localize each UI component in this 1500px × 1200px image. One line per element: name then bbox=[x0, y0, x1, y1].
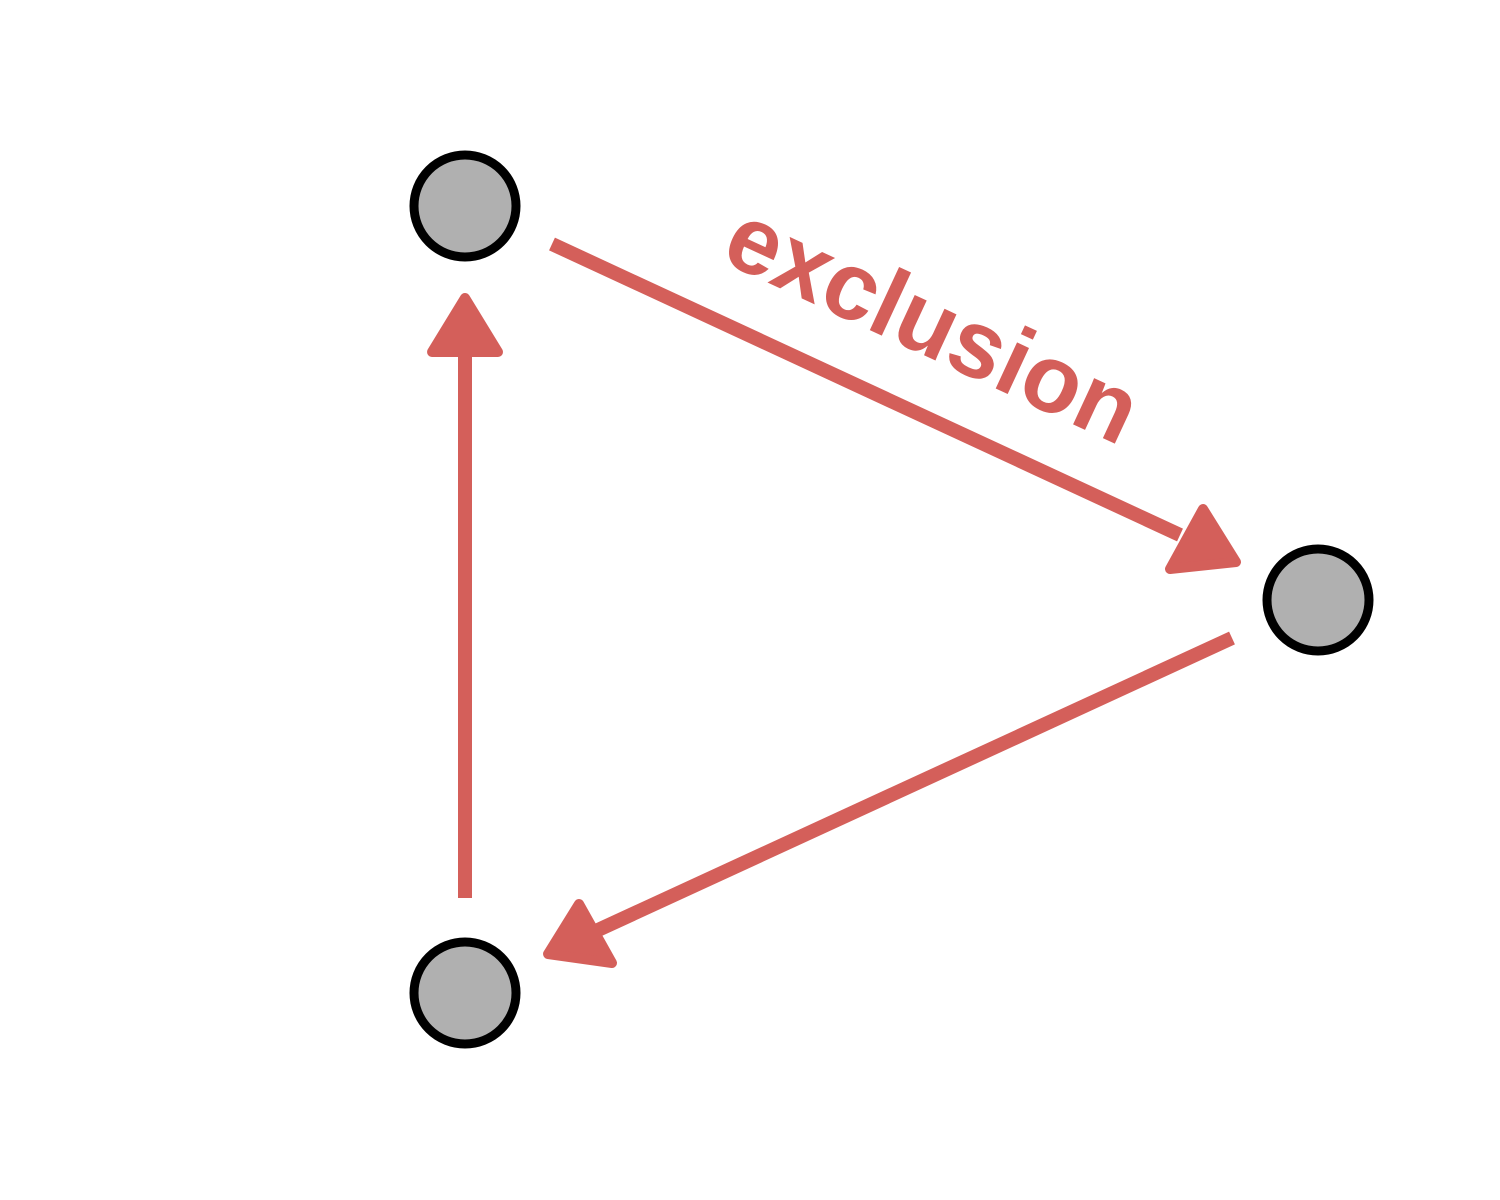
edge-right-to-bottom-arrowhead bbox=[543, 899, 617, 968]
edge-right-to-bottom bbox=[543, 631, 1235, 968]
node-right bbox=[1262, 544, 1374, 656]
node-top-left bbox=[409, 150, 521, 262]
edge-top-to-right-arrowhead bbox=[1165, 504, 1241, 574]
node-bottom-left bbox=[409, 937, 521, 1049]
edge-right-to-bottom-line bbox=[595, 631, 1235, 937]
edge-bottom-to-top-arrowhead bbox=[427, 293, 503, 357]
edge-bottom-to-top bbox=[427, 293, 503, 898]
edge-top-to-right-line bbox=[549, 237, 1183, 542]
edge-top-to-right bbox=[549, 237, 1241, 574]
